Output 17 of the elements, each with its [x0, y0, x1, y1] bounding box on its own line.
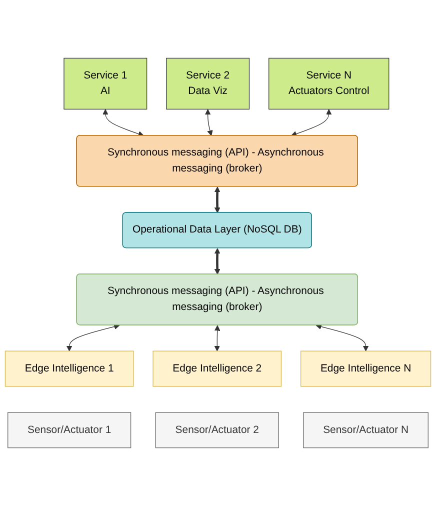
node-box: Service N Actuators Control: [268, 58, 390, 110]
arrow: [66, 324, 120, 352]
arrow: [291, 109, 332, 137]
node-box: Edge Intelligence 2: [152, 350, 282, 387]
arrow: [204, 109, 213, 136]
arrow: [214, 186, 220, 214]
node-box: Service 2 Data Viz: [166, 58, 250, 110]
arrow: [214, 325, 220, 352]
arrow: [316, 324, 369, 352]
arrow: [102, 109, 144, 137]
node-box: Service 1 AI: [64, 58, 148, 110]
node-box: Sensor/Actuator 1: [8, 412, 132, 448]
node-box: Edge Intelligence N: [300, 350, 432, 387]
arrow: [214, 248, 220, 274]
node-box: Sensor/Actuator N: [303, 412, 428, 448]
node-box: Edge Intelligence 1: [4, 350, 134, 387]
node-box: Sensor/Actuator 2: [155, 412, 279, 448]
